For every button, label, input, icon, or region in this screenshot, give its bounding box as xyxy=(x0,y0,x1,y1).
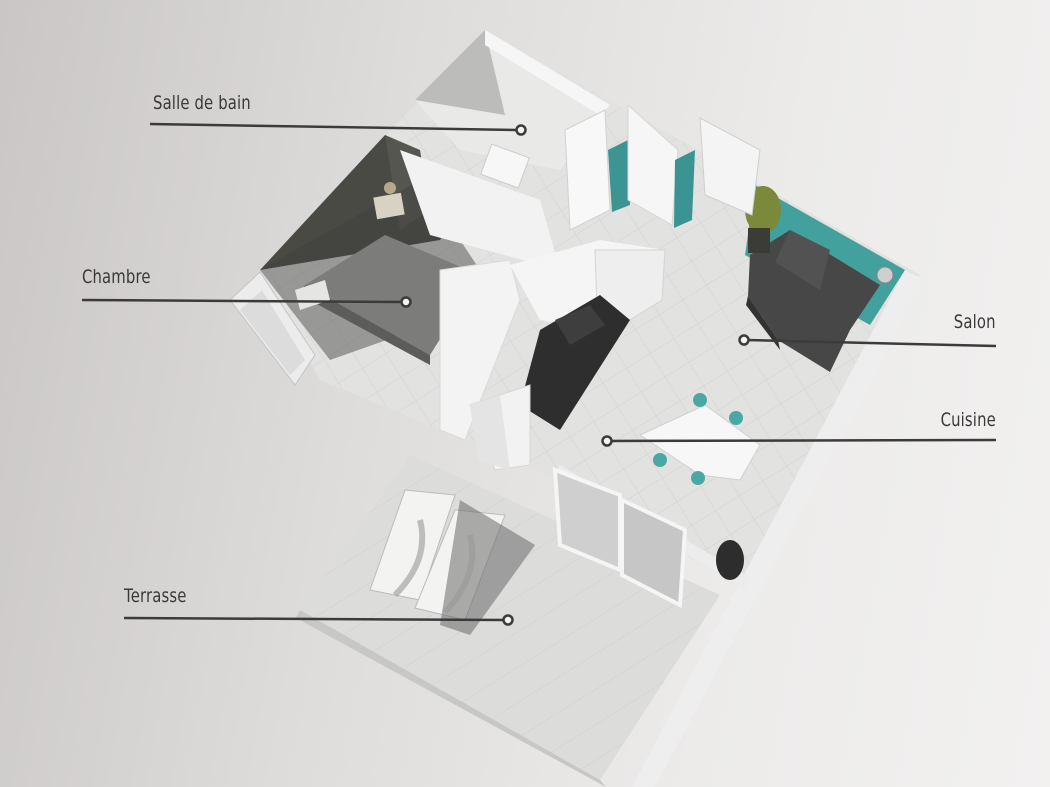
label-cuisine: Cuisine xyxy=(940,409,996,431)
leader-line-chambre xyxy=(81,298,403,304)
sofa xyxy=(746,230,880,372)
dot-cuisine xyxy=(601,435,613,447)
bedroom-area xyxy=(229,135,560,441)
bathroom-area xyxy=(415,30,695,231)
living-room-area xyxy=(699,117,905,372)
label-terrasse: Terrasse xyxy=(124,585,187,607)
dining-table xyxy=(638,393,761,485)
terrace-doors xyxy=(552,467,744,609)
kitchen-area xyxy=(469,240,666,471)
dot-terrasse xyxy=(502,614,514,626)
leader-line-salon xyxy=(744,338,997,348)
dot-salle-de-bain xyxy=(515,124,527,136)
sun-loungers xyxy=(369,489,535,635)
dot-chambre xyxy=(400,296,412,308)
label-salle-de-bain: Salle de bain xyxy=(153,92,251,114)
leader-dots xyxy=(400,124,750,626)
leader-lines xyxy=(81,122,997,622)
label-chambre: Chambre xyxy=(82,266,151,288)
leader-line-salle-de-bain xyxy=(149,122,518,132)
outer-wall xyxy=(632,270,925,787)
dot-salon xyxy=(738,334,750,346)
leader-line-terrasse xyxy=(123,616,506,622)
label-salon: Salon xyxy=(954,311,996,333)
leader-line-cuisine xyxy=(606,438,997,443)
